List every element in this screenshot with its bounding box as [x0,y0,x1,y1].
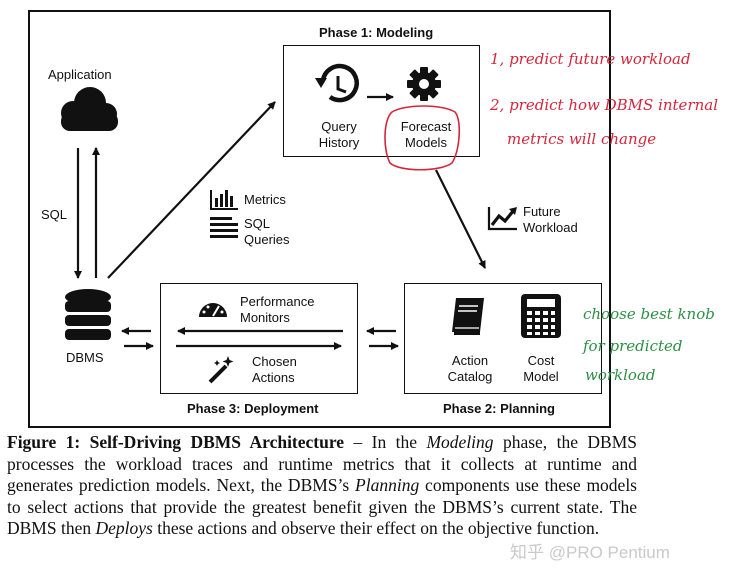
sql-label: SQL [41,207,68,222]
annotation-workload: workload [585,366,656,384]
phase2-box [404,283,602,394]
calculator-icon [521,294,561,338]
future-workload-line1: Future [523,204,561,219]
book-icon [452,298,484,335]
annotation-predict-metrics: 2, predict how DBMS internal [490,96,719,114]
annotation-metrics-change: metrics will change [507,130,657,148]
database-icon [65,289,111,340]
dbms-to-modeling-arrow [107,101,276,279]
performance-monitors-line2: Monitors [240,310,290,325]
history-icon [315,63,359,103]
phase2-title: Phase 2: Planning [443,401,555,416]
sql-queries-line1: SQL [244,216,271,231]
watermark: 知乎 @PRO Pentium [510,543,670,562]
forecast-models-line2: Models [405,135,447,150]
forecast-highlight-circle [384,105,461,171]
cost-model-line2: Model [523,369,559,384]
phase1-title: Phase 1: Modeling [319,25,434,40]
cost-model-label: Cost Model [519,353,563,385]
caption-dash: – In the [344,432,427,452]
chosen-actions-line2: Actions [252,370,295,385]
gauge-icon [199,303,227,317]
metrics-label: Metrics [244,192,286,207]
phase3-box [160,283,358,394]
caption-text2: components use these models to select ac… [7,475,637,538]
sql-queries-line2: Queries [244,232,290,247]
phase1-box [283,45,480,157]
chosen-actions-line1: Chosen [252,354,297,369]
modeling-to-planning-arrow [435,169,486,269]
future-workload-label: Future Workload [523,204,578,236]
chosen-actions-label: Chosen Actions [252,354,297,386]
caption-planning: Planning [355,475,420,495]
application-label: Application [48,67,112,82]
trend-chart-icon [487,207,517,231]
future-workload-line2: Workload [523,220,578,235]
dbms-label: DBMS [66,350,104,365]
cost-model-line1: Cost [527,353,555,368]
annotation-for-predicted: for predicted [583,337,683,355]
queries-lines-icon [210,217,238,238]
query-history-line1: Query [321,119,357,134]
forecast-models-label: Forecast Models [396,119,456,151]
sql-queries-label: SQL Queries [244,216,290,248]
action-catalog-label: Action Catalog [444,353,496,385]
architecture-frame [28,10,611,428]
query-history-label: Query History [312,119,366,151]
gear-icon [407,67,441,101]
action-catalog-line1: Action [451,353,489,368]
annotation-choose-knob: choose best knob [583,305,715,323]
caption-modeling: Modeling [426,432,494,452]
action-catalog-line2: Catalog [447,369,493,384]
caption-text3: these actions and observe their effect o… [152,518,600,538]
caption-text1: phase, the DBMS processes the workload t… [7,432,638,495]
figure-caption: Figure 1: Self-Driving DBMS Architecture… [7,432,637,540]
phase3-title: Phase 3: Deployment [187,401,319,416]
cloud-icon [61,87,118,131]
magic-wand-icon [208,356,234,384]
performance-monitors-label: Performance Monitors [240,294,314,326]
performance-monitors-line1: Performance [240,294,315,309]
query-history-line2: History [318,135,360,150]
annotation-predict-workload: 1, predict future workload [490,50,691,68]
forecast-models-line1: Forecast [400,119,452,134]
figure-label: Figure 1: Self-Driving DBMS Architecture [7,432,345,452]
caption-deploys: Deploys [95,518,153,538]
bar-chart-icon [210,190,238,210]
